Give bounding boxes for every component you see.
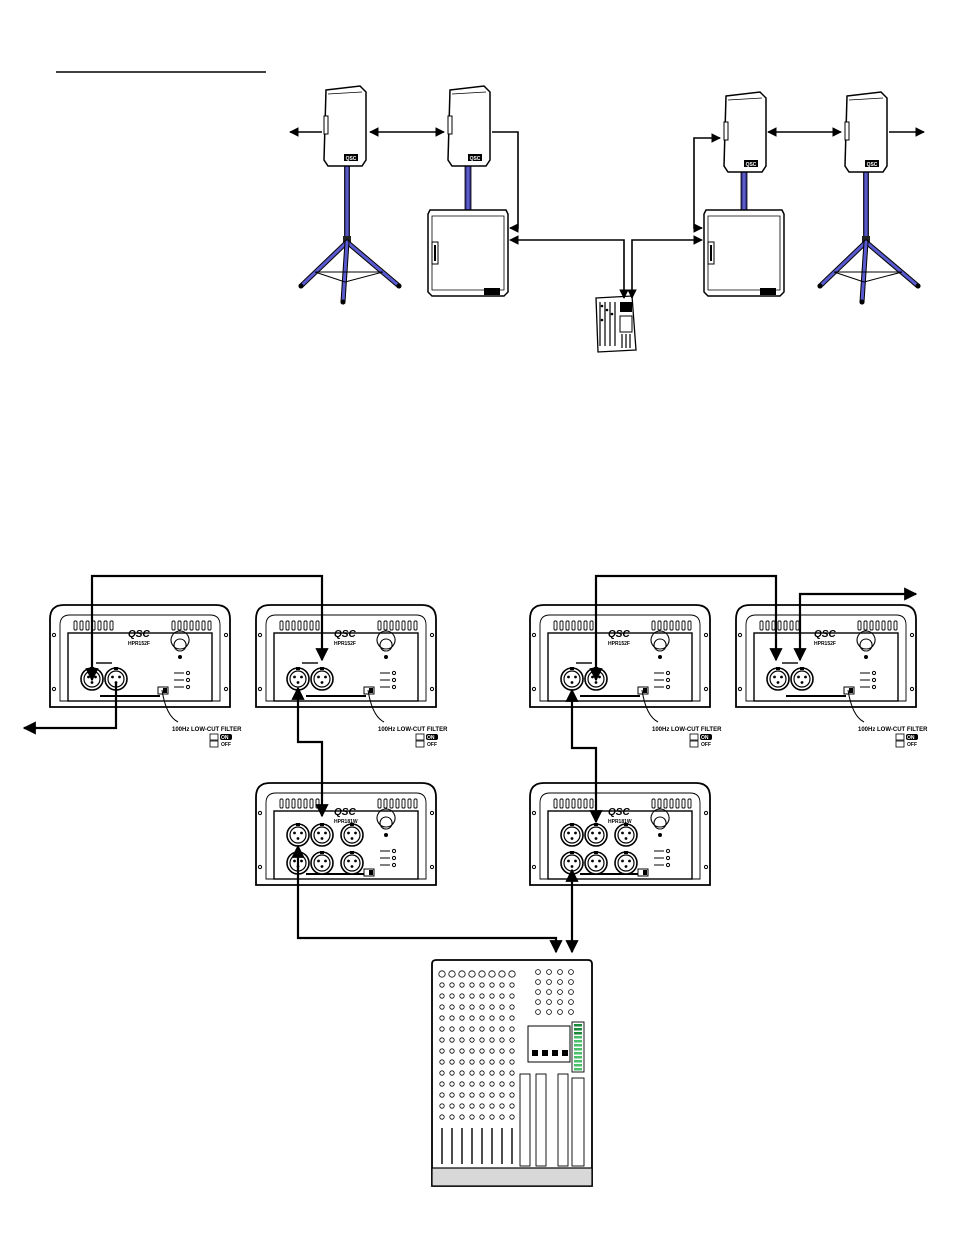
filter-on-label: ON xyxy=(907,735,915,741)
rear-panel-top-1: QSC HPR152F xyxy=(50,605,230,707)
filter-label: 100Hz LOW-CUT FILTER xyxy=(858,727,928,733)
filter-label: 100Hz LOW-CUT FILTER xyxy=(378,727,448,733)
speaker-top-4 xyxy=(844,91,888,173)
model-label: HPR181W xyxy=(608,819,632,825)
filter-off-label: OFF xyxy=(701,742,711,748)
model-label: HPR181W xyxy=(334,819,358,825)
filter-label: 100Hz LOW-CUT FILTER xyxy=(652,727,722,733)
model-label: HPR152F xyxy=(334,641,356,647)
brand-label: QSC xyxy=(608,629,630,640)
model-label: HPR152F xyxy=(814,641,836,647)
brand-label: QSC xyxy=(334,807,356,818)
rear-panel-top-3: QSC HPR152F xyxy=(530,605,710,707)
speaker-top-2 xyxy=(447,85,491,167)
brand-label: QSC xyxy=(814,629,836,640)
rear-panel-sub-right: QSC HPR181W xyxy=(530,783,710,885)
filter-off-label: OFF xyxy=(427,742,437,748)
filter-off-label: OFF xyxy=(221,742,231,748)
rear-panel-sub-left: QSC HPR181W xyxy=(256,783,436,885)
top-connections xyxy=(289,127,925,299)
filter-callout-3: 100Hz LOW-CUT FILTER ON OFF xyxy=(641,689,722,748)
subwoofer-left xyxy=(427,209,509,297)
filter-callout-1: 100Hz LOW-CUT FILTER ON OFF xyxy=(161,689,242,748)
subwoofer-right xyxy=(703,209,785,297)
mixer-large xyxy=(431,959,593,1187)
sub-pole-left xyxy=(464,163,472,215)
tripod-stand-left xyxy=(299,162,402,305)
speaker-top-1 xyxy=(323,85,367,167)
brand-label: QSC xyxy=(334,629,356,640)
rear-panel-top-4: QSC HPR152F xyxy=(736,605,916,707)
filter-callout-2: 100Hz LOW-CUT FILTER ON OFF xyxy=(367,689,448,748)
filter-label: 100Hz LOW-CUT FILTER xyxy=(172,727,242,733)
model-label: HPR152F xyxy=(128,641,150,647)
panel-connections xyxy=(22,574,918,954)
filter-callout-4: 100Hz LOW-CUT FILTER ON OFF xyxy=(847,689,928,748)
filter-on-label: ON xyxy=(221,735,229,741)
brand-label: QSC xyxy=(608,807,630,818)
filter-on-label: ON xyxy=(427,735,435,741)
brand-label: QSC xyxy=(128,629,150,640)
speaker-top-3 xyxy=(723,91,767,173)
filter-off-label: OFF xyxy=(907,742,917,748)
rear-panel-top-2: QSC HPR152F xyxy=(256,605,436,707)
model-label: HPR152F xyxy=(608,641,630,647)
tripod-stand-right xyxy=(818,162,921,305)
mixer-small xyxy=(595,295,637,353)
filter-on-label: ON xyxy=(701,735,709,741)
